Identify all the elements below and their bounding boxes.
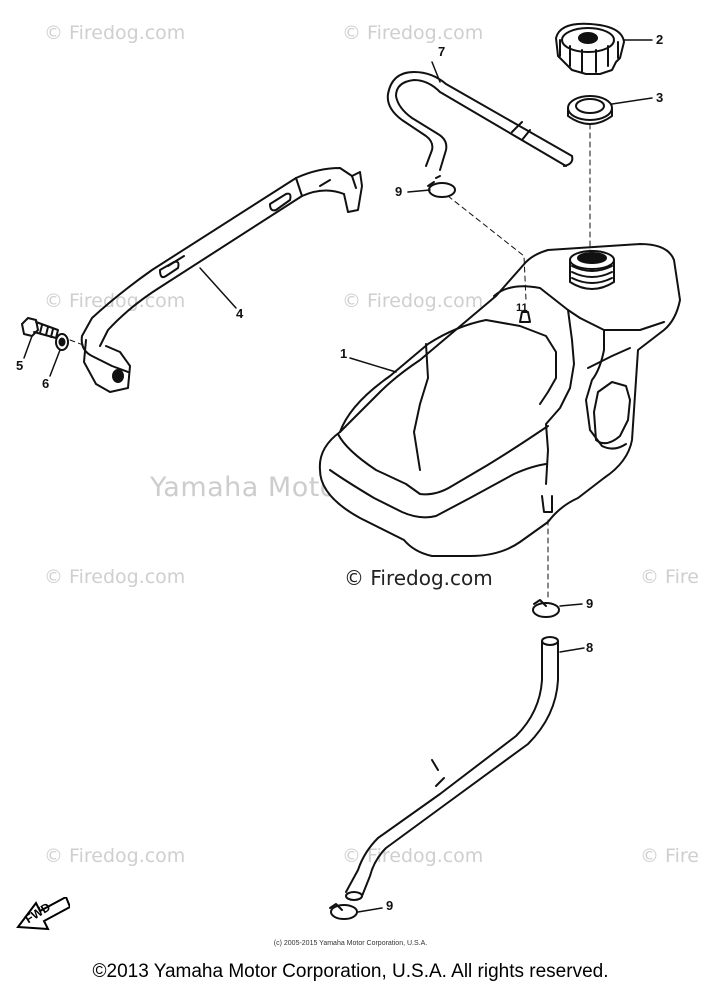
- callout-8: 8: [586, 640, 594, 655]
- fuel-hose: [345, 636, 559, 901]
- small-copyright: (c) 2005-2015 Yamaha Motor Corporation, …: [273, 940, 428, 947]
- leader-lines: [23, 39, 653, 913]
- watermark-dark: © Firedog.com: [344, 566, 493, 590]
- fuel-tank: [318, 243, 681, 557]
- watermark: © Fire: [640, 845, 699, 867]
- callout-2: 2: [656, 32, 664, 47]
- alignment-lines: [69, 123, 591, 601]
- watermark: © Firedog.com: [44, 566, 186, 588]
- forward-arrow-icon: [16, 897, 70, 931]
- cap-gasket: [567, 95, 613, 125]
- tank-strap: [80, 167, 363, 393]
- callout-4: 4: [236, 306, 244, 321]
- footer-copyright: ©2013 Yamaha Motor Corporation, U.S.A. A…: [92, 961, 609, 982]
- hose-clip-bottom: [329, 903, 358, 920]
- callout-5: 5: [16, 358, 24, 373]
- watermark: © Firedog.com: [342, 22, 484, 44]
- hose-clip: [427, 175, 456, 198]
- watermark: © Firedog.com: [44, 845, 186, 867]
- watermark: © Fire: [640, 566, 699, 588]
- callout-1: 1: [340, 346, 348, 361]
- watermark: © Firedog.com: [342, 845, 484, 867]
- callout-6: 6: [42, 376, 50, 391]
- callout-7: 7: [438, 44, 446, 59]
- callout-11: 11: [516, 302, 528, 314]
- watermark: © Firedog.com: [44, 290, 186, 312]
- hose-clip-lower: [532, 599, 560, 618]
- watermark: © Firedog.com: [44, 22, 186, 44]
- watermark: © Firedog.com: [342, 290, 484, 312]
- callout-9-bottom: 9: [386, 898, 394, 913]
- breather-hose: [386, 71, 574, 171]
- callout-3: 3: [656, 90, 664, 105]
- bolt: [21, 317, 59, 339]
- callout-9-top: 9: [395, 184, 403, 199]
- washer: [55, 333, 69, 351]
- callout-9-middle: 9: [586, 596, 594, 611]
- fuel-cap: [555, 22, 625, 75]
